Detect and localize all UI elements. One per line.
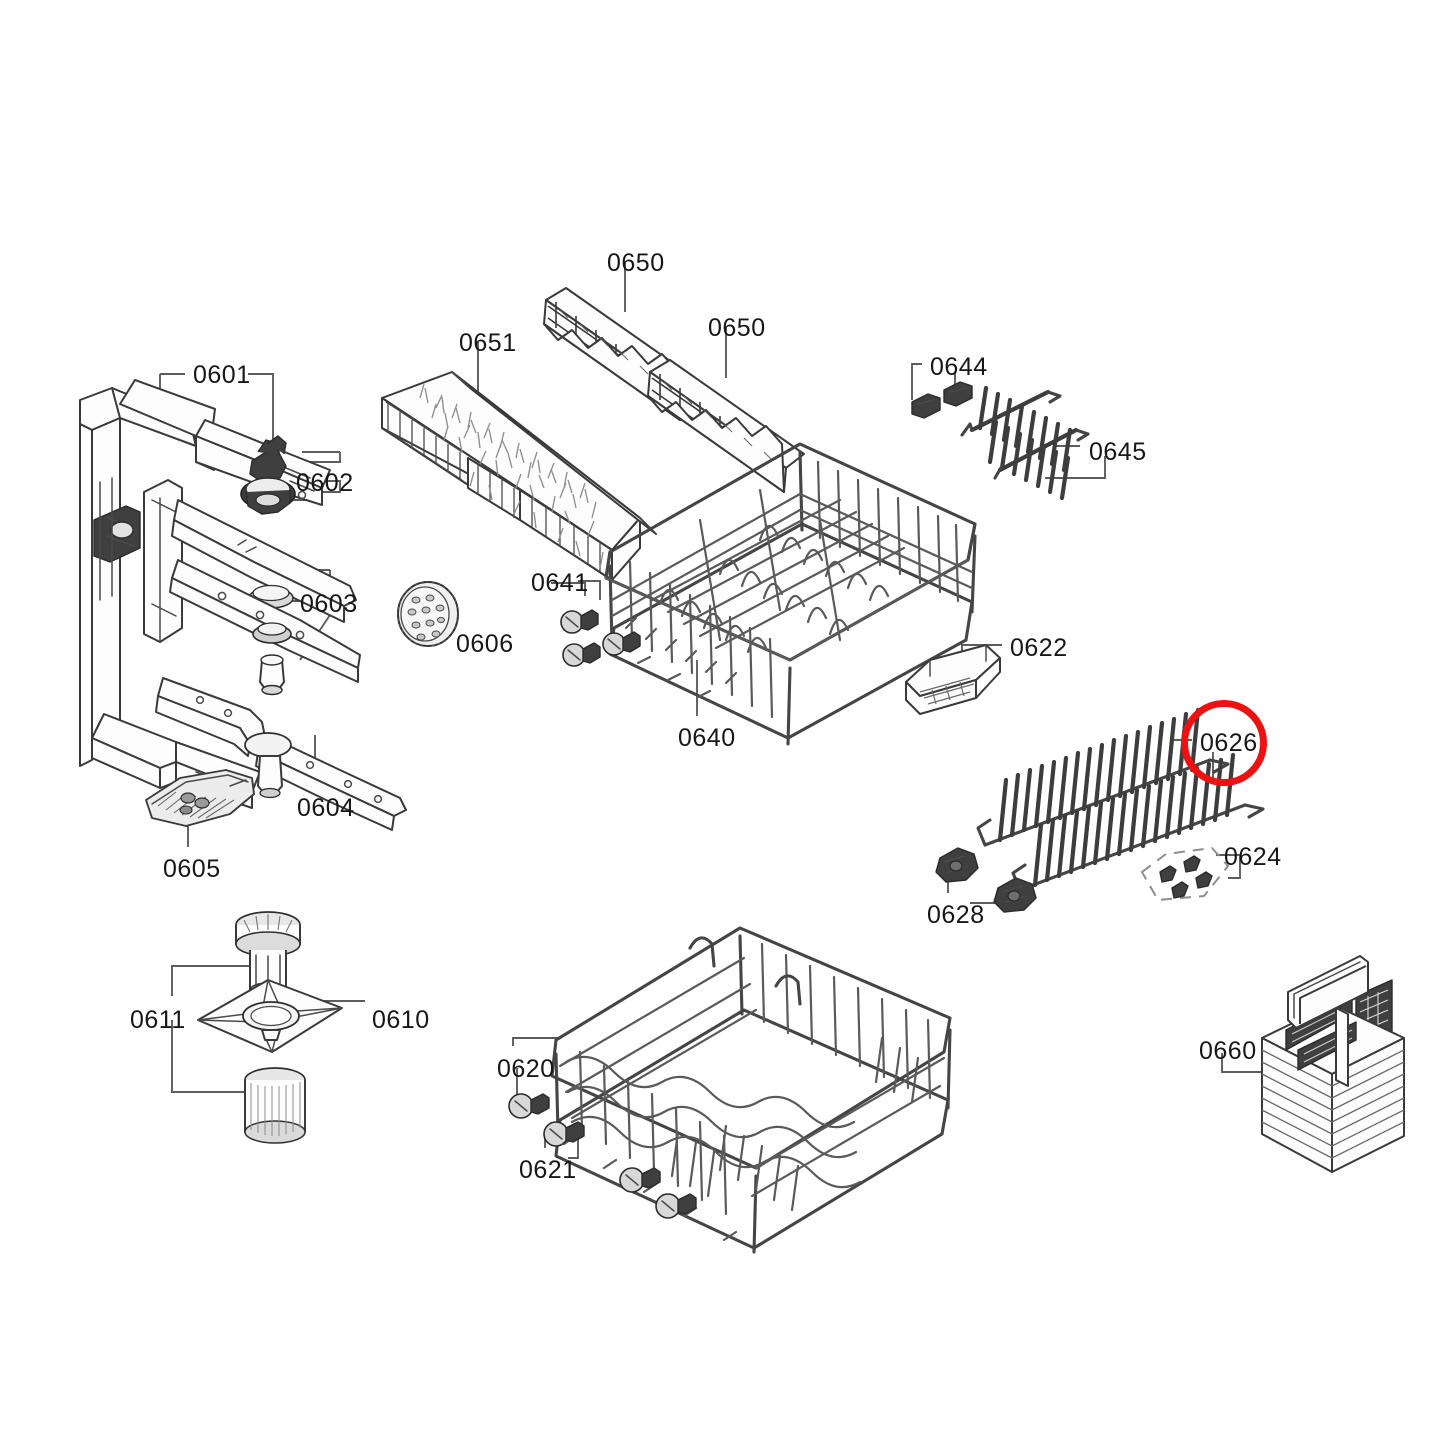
part-0628-plate-rack-holders <box>935 847 1037 913</box>
callout-0611: 0611 <box>130 1006 186 1034</box>
callout-0624: 0624 <box>1224 843 1282 871</box>
callout-0628: 0628 <box>927 901 985 929</box>
part-0645-upper-folding-rack <box>960 385 1090 501</box>
part-0605-spray-end-cap <box>145 769 255 827</box>
callout-0650-b: 0650 <box>708 314 766 342</box>
callout-0650-a: 0650 <box>607 249 665 277</box>
part-0604-spray-arm-lower <box>155 677 407 831</box>
callout-0606: 0606 <box>456 630 514 658</box>
callout-0660: 0660 <box>1199 1037 1257 1065</box>
part-0640-upper-basket <box>604 442 977 746</box>
callout-0640: 0640 <box>678 724 736 752</box>
callout-0626: 0626 <box>1200 729 1258 757</box>
callout-0645: 0645 <box>1089 438 1147 466</box>
callout-0605: 0605 <box>163 855 221 883</box>
part-0660-cutlery-basket <box>1261 955 1405 1173</box>
callout-0604: 0604 <box>297 794 355 822</box>
part-0644-clips <box>911 381 973 419</box>
callout-0602: 0602 <box>296 469 354 497</box>
part-0610-coarse-filter-plate <box>197 979 343 1053</box>
callout-0644: 0644 <box>930 353 988 381</box>
callout-0641: 0641 <box>531 569 589 597</box>
part-0621-rollers <box>508 1093 697 1219</box>
part-0650-cup-grid-b <box>647 359 805 493</box>
part-0601-rail-frame <box>79 379 331 809</box>
callout-0620: 0620 <box>497 1055 555 1083</box>
callout-0651: 0651 <box>459 329 517 357</box>
part-0622-cup-shelf <box>905 644 1001 715</box>
callout-0622: 0622 <box>1010 634 1068 662</box>
part-0602-water-coupling <box>240 435 296 515</box>
part-0606-spray-disc <box>397 581 459 647</box>
callout-0621: 0621 <box>519 1156 577 1184</box>
callout-0603: 0603 <box>300 590 358 618</box>
part-0624-clip-set <box>1141 847 1229 901</box>
callout-0601: 0601 <box>193 361 251 389</box>
part-0641-rollers <box>560 609 641 667</box>
part-0620-lower-basket <box>550 926 952 1254</box>
callout-0610: 0610 <box>372 1006 430 1034</box>
part-0626-folding-plate-rack <box>976 707 1265 892</box>
part-0651-cutlery-tray <box>381 371 657 581</box>
part-0603-spray-arm-upper <box>143 479 361 696</box>
